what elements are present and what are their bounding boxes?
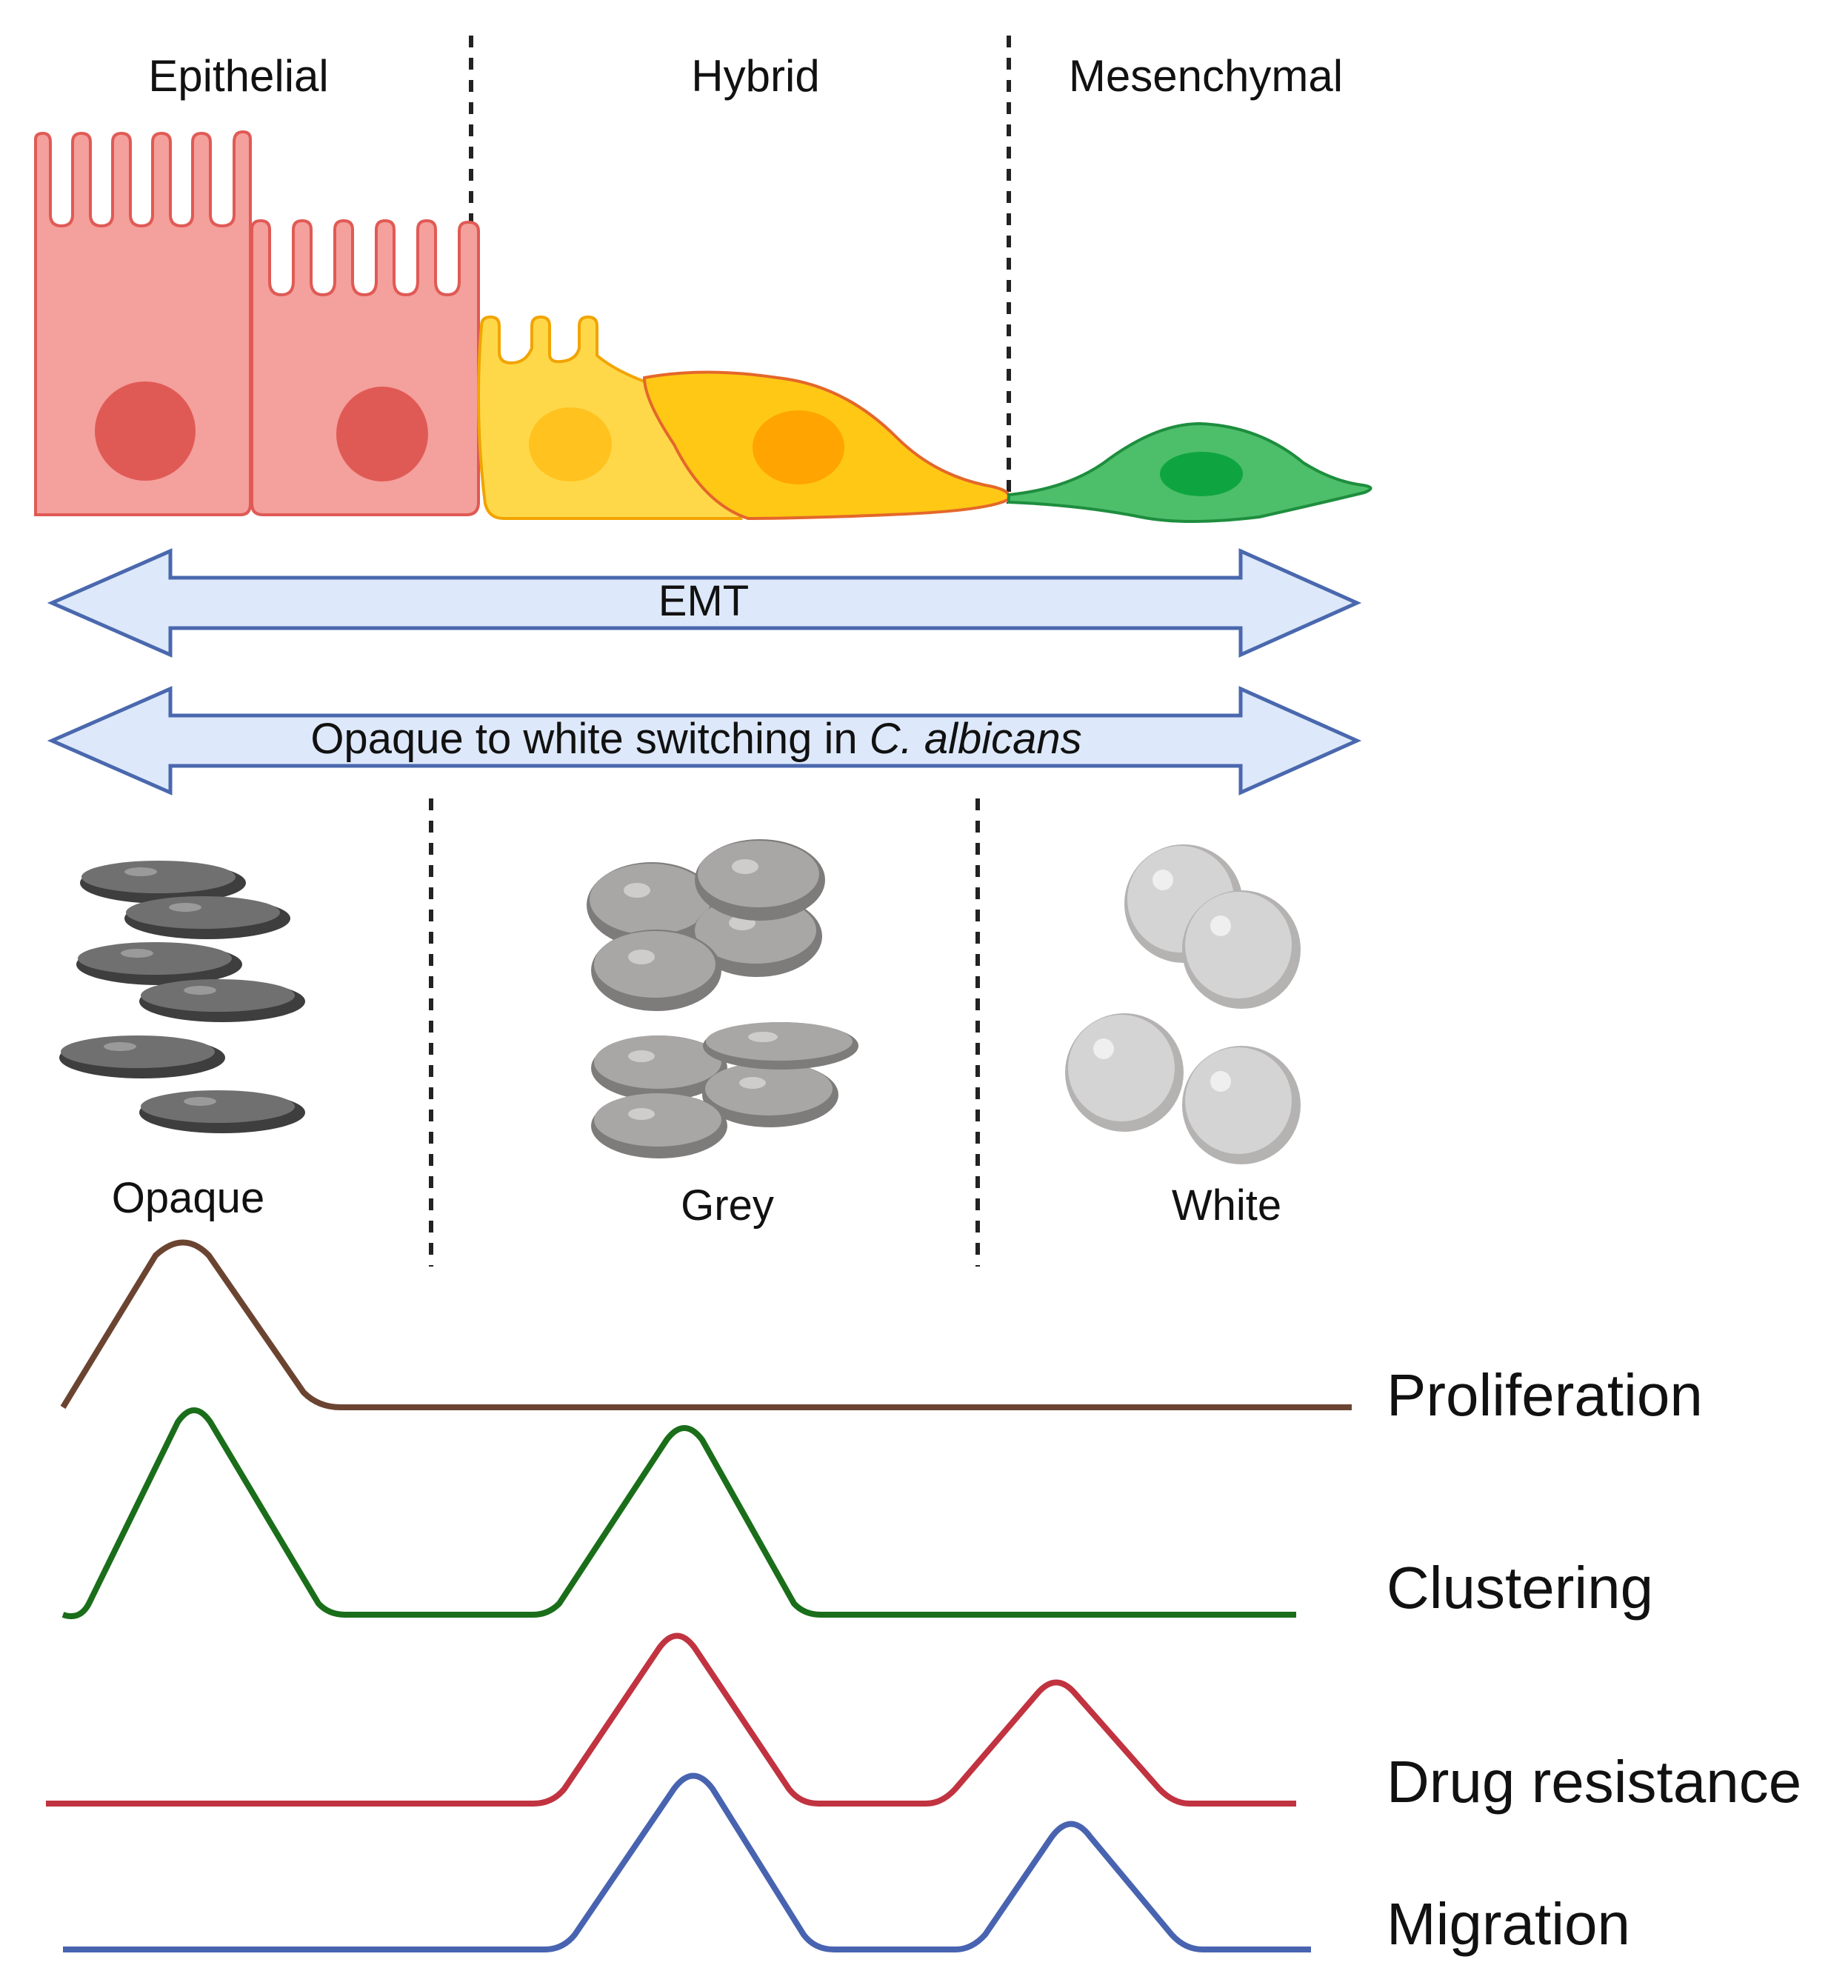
opaque-cell bbox=[124, 896, 290, 939]
grey-cell bbox=[591, 1035, 727, 1101]
opaque-cell bbox=[80, 861, 246, 904]
epithelial-cell bbox=[250, 219, 480, 516]
opaque-cell bbox=[76, 942, 242, 985]
white-cells bbox=[1065, 844, 1301, 1164]
grey-cells bbox=[587, 839, 858, 1158]
trait-label-migration: Migration bbox=[1387, 1891, 1631, 1957]
white-cell bbox=[1182, 890, 1301, 1009]
phase-label-hybrid: Hybrid bbox=[691, 51, 820, 101]
trait-label-proliferation: Proliferation bbox=[1387, 1362, 1703, 1428]
phase-label-epithelial: Epithelial bbox=[148, 51, 329, 101]
epithelial-cell bbox=[34, 130, 252, 516]
morph-label-opaque: Opaque bbox=[111, 1174, 265, 1222]
drug-resistance-curve bbox=[46, 1632, 1296, 1807]
morph-label-grey: Grey bbox=[681, 1181, 774, 1230]
switching-label: Opaque to white switching in C. albicans bbox=[310, 714, 1081, 764]
switching-label-species: C. albicans bbox=[869, 715, 1082, 763]
grey-cell bbox=[591, 930, 721, 1011]
clustering-curve bbox=[61, 1407, 1296, 1620]
opaque-cell bbox=[59, 1035, 225, 1078]
opaque-cell bbox=[139, 1090, 305, 1133]
grey-cell bbox=[591, 1093, 727, 1158]
grey-cell bbox=[702, 1062, 838, 1127]
switching-double-arrow bbox=[47, 686, 1362, 795]
mesenchymal-cell bbox=[1007, 421, 1372, 523]
grey-cell bbox=[703, 1022, 858, 1070]
hybrid-cell bbox=[642, 370, 1010, 521]
switching-label-text: Opaque to white switching in bbox=[310, 715, 870, 763]
opaque-cells bbox=[59, 861, 305, 1133]
grey-cell bbox=[695, 839, 825, 921]
white-cell bbox=[1065, 1013, 1184, 1132]
emt-label: EMT bbox=[658, 577, 750, 625]
white-cell bbox=[1182, 1046, 1301, 1164]
proliferation-curve bbox=[60, 1239, 1352, 1410]
emt-double-arrow bbox=[47, 548, 1362, 658]
grey-cell bbox=[587, 862, 717, 948]
morph-label-white: White bbox=[1171, 1181, 1282, 1230]
hybrid-cell bbox=[477, 315, 743, 520]
phase-label-mesenchymal: Mesenchymal bbox=[1068, 51, 1344, 101]
migration-curve bbox=[63, 1772, 1311, 1952]
opaque-cell bbox=[139, 979, 305, 1022]
trait-label-clustering: Clustering bbox=[1387, 1555, 1654, 1621]
trait-label-drug-resistance: Drug resistance bbox=[1387, 1749, 1802, 1815]
